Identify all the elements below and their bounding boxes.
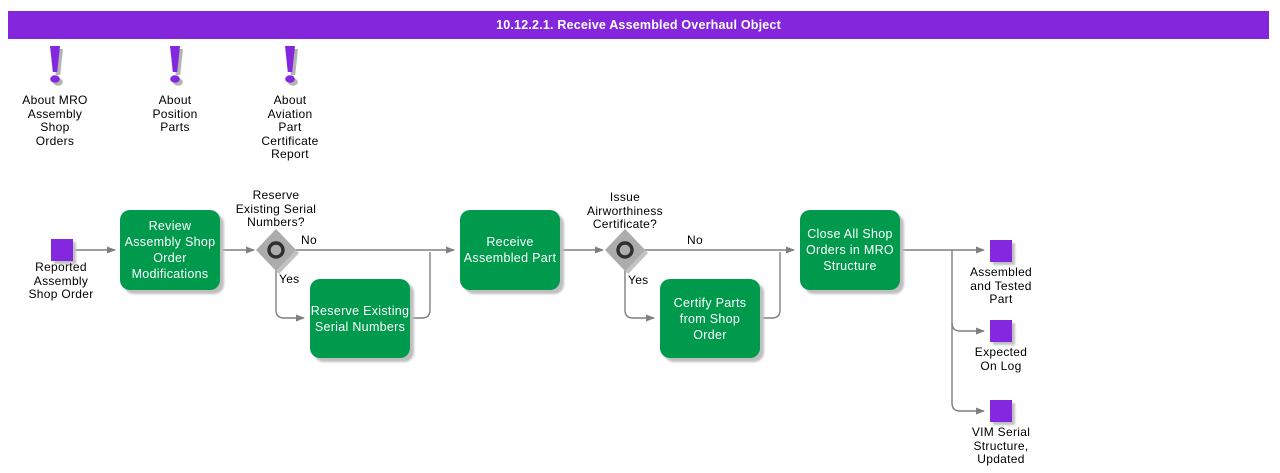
branch-label-yes: Yes	[628, 273, 649, 287]
diagram-title-bar: 10.12.2.1. Receive Assembled Overhaul Ob…	[8, 11, 1269, 39]
note-about-mro-assembly-shop-orders[interactable]: About MRO Assembly Shop Orders	[0, 45, 110, 148]
branch-label-yes: Yes	[279, 272, 300, 286]
note-about-position-parts[interactable]: About Position Parts	[120, 45, 230, 135]
task-receive-assembled-part[interactable]: Receive Assembled Part	[460, 210, 560, 290]
end-event-label: VIM Serial Structure, Updated	[971, 425, 1031, 466]
decision-gateway-icon	[256, 229, 299, 274]
decision-gateway-icon	[605, 229, 648, 274]
task-review-assembly-shop-order-modifications[interactable]: Review Assembly Shop Order Modifications	[120, 210, 220, 290]
decision-question-reserve-existing-serial-numbers: Reserve Existing Serial Numbers?	[235, 188, 317, 229]
note-about-aviation-part-certificate-report[interactable]: About Aviation Part Certificate Report	[235, 45, 345, 162]
branch-label-no: No	[687, 233, 703, 247]
end-event-label: Assembled and Tested Part	[969, 265, 1033, 306]
task-reserve-existing-serial-numbers[interactable]: Reserve Existing Serial Numbers	[310, 279, 410, 358]
exclamation-icon	[170, 46, 183, 86]
branch-label-no: No	[301, 233, 317, 247]
start-event-label: Reported Assembly Shop Order	[28, 260, 94, 301]
note-label: About Position Parts	[152, 93, 198, 134]
task-close-all-shop-orders-in-mro-structure[interactable]: Close All Shop Orders in MRO Structure	[800, 210, 900, 290]
task-certify-parts-from-shop-order[interactable]: Certify Parts from Shop Order	[660, 279, 760, 358]
page-title: 10.12.2.1. Receive Assembled Overhaul Ob…	[496, 18, 781, 32]
decision-question-issue-airworthiness-certificate: Issue Airworthiness Certificate?	[587, 190, 663, 231]
exclamation-icon	[285, 46, 298, 86]
end-event-label: Expected On Log	[974, 345, 1028, 373]
end-event-assembled-and-tested-part[interactable]	[990, 240, 1012, 262]
end-event-expected-on-log[interactable]	[990, 320, 1012, 342]
exclamation-icon	[50, 46, 63, 86]
end-event-vim-serial-structure-updated[interactable]	[990, 400, 1012, 422]
start-event-reported-assembly-shop-order[interactable]	[51, 239, 73, 261]
note-label: About Aviation Part Certificate Report	[261, 93, 319, 161]
note-label: About MRO Assembly Shop Orders	[22, 93, 88, 148]
